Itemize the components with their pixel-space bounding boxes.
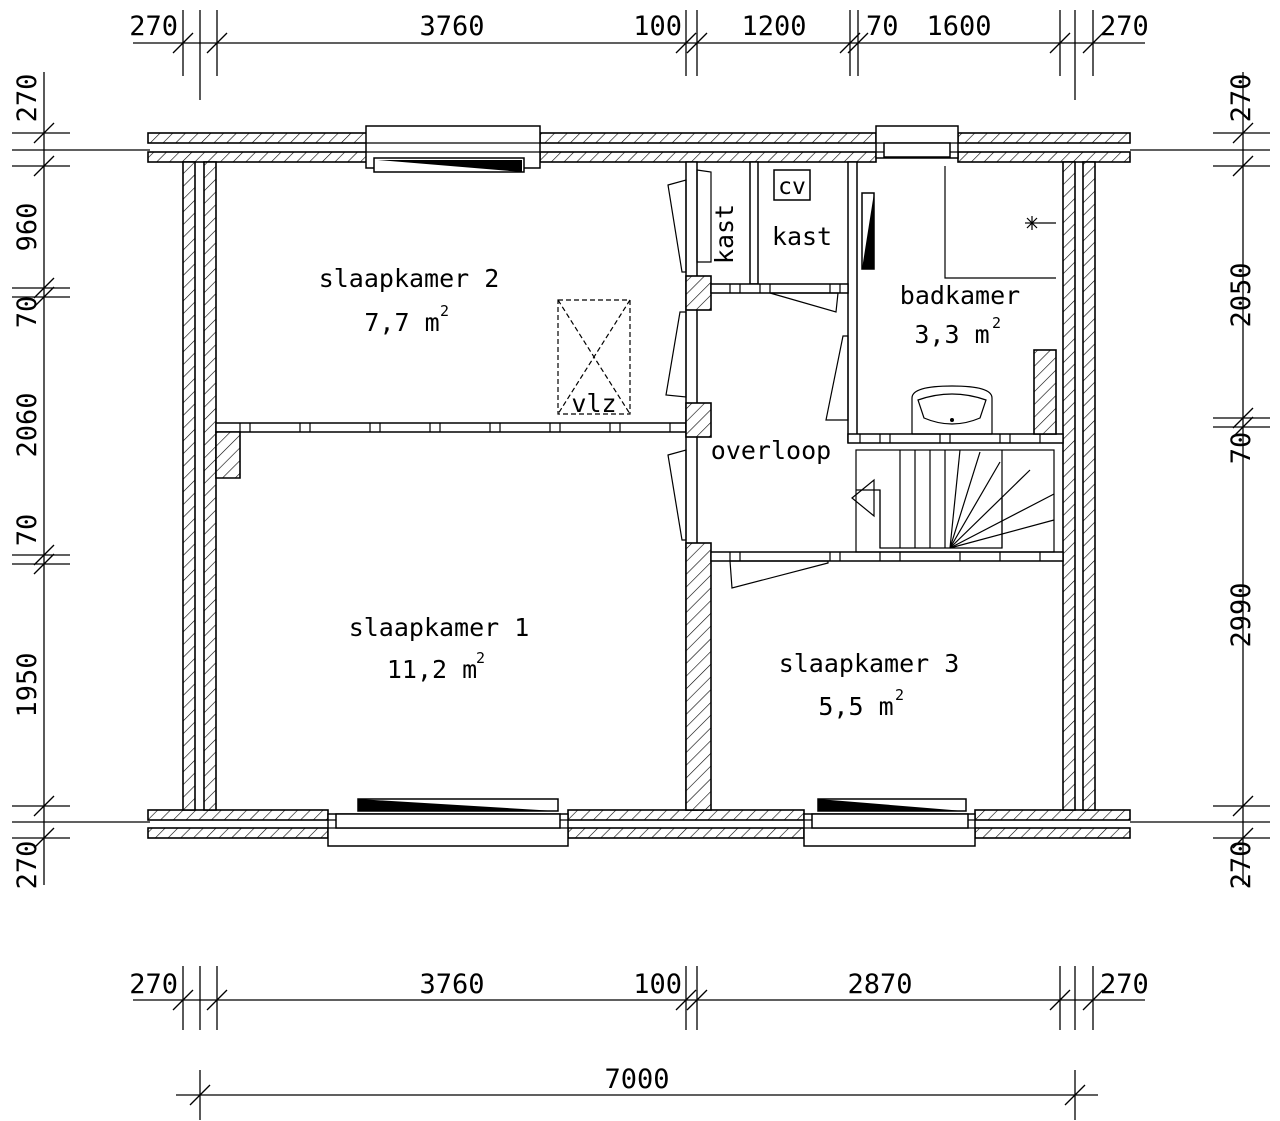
washbasin-icon bbox=[911, 385, 993, 435]
room-area-sup: 2 bbox=[992, 314, 1001, 332]
door-slaapkamer2-upper bbox=[667, 179, 687, 273]
dim-left-7: 270 bbox=[12, 841, 43, 890]
label-overloop: overloop bbox=[711, 436, 831, 465]
dim-top-3: 100 bbox=[633, 11, 682, 42]
dim-left-3: 70 bbox=[12, 296, 43, 329]
outer-walls bbox=[147, 132, 1131, 839]
badkamer-window-swing bbox=[861, 192, 875, 270]
dim-top-5: 70 bbox=[866, 11, 899, 42]
label-vlz: vlz bbox=[571, 389, 616, 418]
dimension-bottom: 270 3760 100 2870 270 bbox=[129, 966, 1149, 1030]
dim-overall: 7000 bbox=[604, 1064, 669, 1095]
dim-top-7: 270 bbox=[1100, 11, 1149, 42]
dimension-top: 270 3760 100 1200 70 1600 270 bbox=[129, 10, 1149, 100]
room-area-sup: 2 bbox=[440, 302, 449, 320]
label-kast: kast bbox=[772, 222, 832, 251]
dim-bottom-1: 270 bbox=[129, 969, 178, 1000]
room-area: 11,2 m bbox=[387, 655, 477, 684]
stairs bbox=[851, 449, 1055, 553]
dim-bottom-2: 3760 bbox=[419, 969, 484, 1000]
door-slaapkamer1 bbox=[667, 449, 687, 541]
dim-top-1: 270 bbox=[129, 11, 178, 42]
dim-right-5: 270 bbox=[1226, 841, 1257, 890]
room-area-sup: 2 bbox=[895, 686, 904, 704]
dim-right-1: 270 bbox=[1226, 74, 1257, 123]
dimension-left: 270 960 70 2060 70 1950 270 bbox=[12, 72, 150, 889]
window-bottom-right bbox=[803, 798, 976, 847]
dim-right-3: 70 bbox=[1226, 432, 1257, 465]
room-name: badkamer bbox=[900, 281, 1020, 310]
dim-bottom-4: 2870 bbox=[847, 969, 912, 1000]
label-slaapkamer-2: slaapkamer 2 7,7 m 2 bbox=[319, 264, 500, 337]
label-slaapkamer-3: slaapkamer 3 5,5 m 2 bbox=[779, 649, 960, 721]
dim-left-5: 70 bbox=[12, 514, 43, 547]
dim-top-4: 1200 bbox=[741, 11, 806, 42]
label-slaapkamer-1: slaapkamer 1 11,2 m 2 bbox=[349, 613, 530, 684]
dim-bottom-5: 270 bbox=[1100, 969, 1149, 1000]
door-slaapkamer3 bbox=[729, 560, 829, 589]
window-bottom-left bbox=[327, 798, 569, 847]
dimension-overall: 7000 bbox=[176, 1064, 1098, 1120]
room-name: slaapkamer 1 bbox=[349, 613, 530, 642]
room-area: 3,3 m bbox=[914, 320, 989, 349]
dim-right-2: 2050 bbox=[1226, 262, 1257, 327]
window-top-right bbox=[875, 125, 959, 159]
shower-head-icon bbox=[1025, 216, 1056, 230]
dim-right-4: 2990 bbox=[1226, 582, 1257, 647]
label-kast-vertical: kast bbox=[710, 204, 739, 264]
shower bbox=[944, 166, 1056, 279]
room-area: 5,5 m bbox=[818, 692, 893, 721]
room-area-sup: 2 bbox=[476, 649, 485, 667]
dim-top-2: 3760 bbox=[419, 11, 484, 42]
door-badkamer bbox=[825, 335, 849, 421]
label-cv: cv bbox=[778, 174, 806, 200]
door-kast-left bbox=[696, 169, 712, 263]
window-top-left bbox=[365, 125, 541, 173]
room-name: slaapkamer 3 bbox=[779, 649, 960, 678]
dim-left-4: 2060 bbox=[12, 392, 43, 457]
dimension-right: 270 2050 70 2990 270 bbox=[1130, 72, 1270, 889]
room-name: slaapkamer 2 bbox=[319, 264, 500, 293]
room-area: 7,7 m bbox=[364, 308, 439, 337]
dim-bottom-3: 100 bbox=[633, 969, 682, 1000]
cv-box bbox=[773, 169, 811, 201]
door-kast bbox=[769, 292, 839, 313]
dim-left-6: 1950 bbox=[12, 652, 43, 717]
label-badkamer: badkamer 3,3 m 2 bbox=[900, 281, 1020, 349]
door-slaapkamer2-lower bbox=[665, 311, 687, 398]
internal-walls bbox=[215, 161, 1064, 811]
dim-left-2: 960 bbox=[12, 203, 43, 252]
dim-top-6: 1600 bbox=[926, 11, 991, 42]
dim-left-1: 270 bbox=[12, 74, 43, 123]
vlz-hatch bbox=[557, 299, 631, 415]
